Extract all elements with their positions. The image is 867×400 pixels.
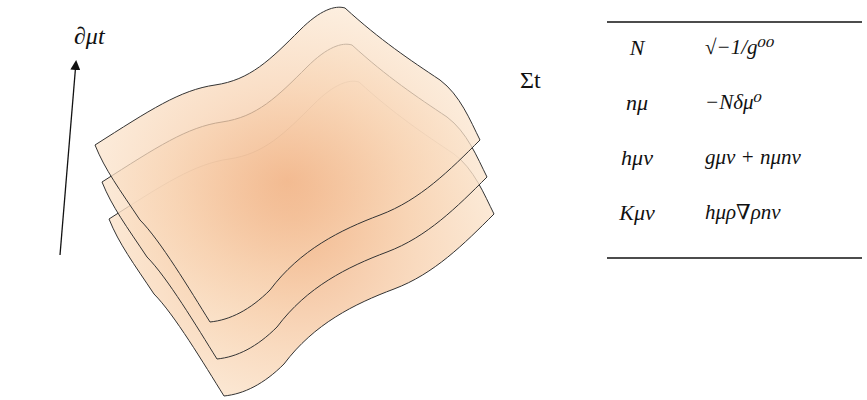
normal-arrow: [60, 62, 76, 255]
surface-label: Σt: [520, 67, 541, 93]
table-rule: [607, 21, 862, 23]
table-cell: hμρ∇ρnν: [705, 201, 781, 224]
table-cell: Kμν: [619, 201, 654, 225]
table-cell: N: [630, 36, 645, 60]
axis-label: ∂μt: [74, 23, 105, 49]
table-cell: nμ: [626, 91, 648, 115]
table-cell: gμν + nμnν: [705, 146, 801, 169]
table-cell: hμν: [621, 146, 653, 170]
hypersurface: [95, 7, 480, 322]
table-rule: [607, 257, 862, 259]
table-cell: √−1/g⁰⁰: [705, 36, 774, 59]
table-cell: −Nδμ⁰: [705, 91, 762, 114]
